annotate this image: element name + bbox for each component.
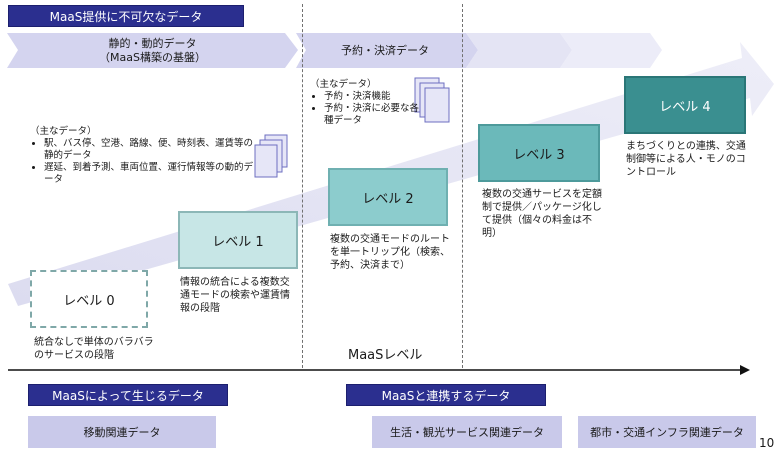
level-4-desc: まちづくりとの連携、交通制御等による人・モノのコントロール: [626, 141, 746, 178]
note-mid-title: （主なデータ）: [310, 79, 377, 90]
header-top-label: MaaS提供に不可欠なデータ: [49, 9, 203, 24]
box-life-label: 生活・観光サービス関連データ: [390, 426, 544, 439]
level-2-box: レベル 2: [328, 168, 448, 226]
note-mid-item: 予約・決済機能: [324, 91, 420, 103]
level-0-box: レベル 0: [30, 270, 148, 328]
header-bottom-left-label: MaaSによって生じるデータ: [52, 388, 204, 403]
note-left-title: （主なデータ）: [30, 126, 97, 137]
band-reservation: 予約・決済データ: [305, 34, 465, 68]
note-mid: （主なデータ） 予約・決済機能 予約・決済に必要な各種データ: [310, 79, 420, 127]
note-left-item: 駅、バス停、空港、路線、便、時刻表、運賃等の静的データ: [44, 138, 255, 162]
box-mobility-label: 移動関連データ: [83, 426, 161, 439]
axis-label: MaaSレベル: [348, 348, 423, 363]
document-stack-icon-mid: [414, 77, 450, 123]
axis-arrowhead: [740, 365, 750, 375]
header-bottom-right-label: MaaSと連携するデータ: [381, 388, 511, 403]
band-static-line1: 静的・動的データ: [108, 37, 197, 50]
header-bottom-left: MaaSによって生じるデータ: [28, 384, 228, 406]
divider-1: [302, 4, 303, 368]
document-stack-icon-left: [254, 134, 288, 178]
level-4-box: レベル 4: [624, 76, 746, 134]
band-reservation-shape: [296, 33, 478, 68]
level-0-desc: 統合なしで単体のバラバラのサービスの段階: [34, 337, 154, 361]
level-3-desc: 複数の交通サービスを定額制で提供／パッケージ化して提供（個々の料金は不明）: [482, 189, 602, 239]
level-4-label: レベル 4: [659, 99, 711, 115]
level-1-desc: 情報の統合による複数交通モードの検索や運賃情報の段階: [180, 277, 290, 314]
band-static-line2: （MaaS構築の基盤）: [99, 51, 206, 64]
level-2-label: レベル 2: [362, 191, 414, 207]
note-left: （主なデータ） 駅、バス停、空港、路線、便、時刻表、運賃等の静的データ 遅延、到…: [30, 126, 255, 186]
level-1-box: レベル 1: [178, 211, 298, 269]
band-static-shape: [7, 33, 298, 68]
note-left-item: 遅延、到着予測、車両位置、運行情報等の動的データ: [44, 162, 255, 186]
level-3-label: レベル 3: [513, 147, 565, 163]
level-0-label: レベル 0: [63, 293, 115, 309]
box-mobility: 移動関連データ: [28, 416, 216, 448]
level-2-desc: 複数の交通モードのルートを単一トリップ化（検索、予約、決済まで）: [330, 234, 450, 271]
note-mid-item: 予約・決済に必要な各種データ: [324, 103, 420, 127]
header-bottom-right: MaaSと連携するデータ: [346, 384, 546, 406]
level-3-box: レベル 3: [478, 124, 600, 182]
level-1-label: レベル 1: [212, 234, 264, 250]
box-life: 生活・観光サービス関連データ: [372, 416, 562, 448]
divider-2: [462, 4, 463, 368]
band-static: 静的・動的データ （MaaS構築の基盤）: [20, 34, 285, 68]
header-top: MaaS提供に不可欠なデータ: [8, 5, 244, 27]
page-number: 10: [759, 436, 775, 450]
box-city-label: 都市・交通インフラ関連データ: [590, 426, 744, 439]
band-reservation-label: 予約・決済データ: [341, 44, 429, 57]
box-city: 都市・交通インフラ関連データ: [578, 416, 756, 448]
